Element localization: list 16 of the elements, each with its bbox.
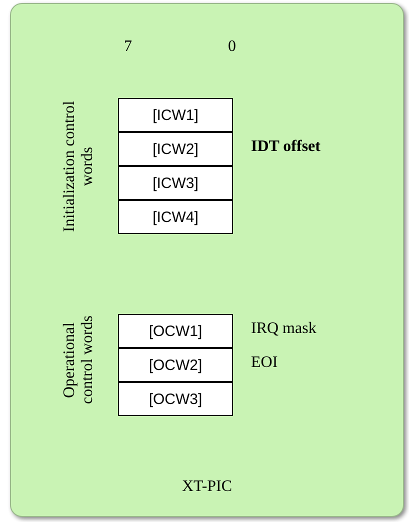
- register-box: [ICW2]: [118, 132, 233, 166]
- group-label: Initialization control words: [61, 99, 97, 234]
- register-box: [OCW2]: [118, 348, 233, 382]
- register-box: [OCW1]: [118, 314, 233, 348]
- group-label: Operational control words: [61, 314, 97, 406]
- register-box: [ICW1]: [118, 98, 233, 132]
- register-box: [OCW3]: [118, 382, 233, 416]
- bit-number: 0: [228, 38, 236, 56]
- field-annotation: EOI: [251, 354, 278, 372]
- field-annotation: IRQ mask: [251, 320, 316, 338]
- panel-title: XT-PIC: [182, 478, 232, 495]
- register-box: [ICW4]: [118, 200, 233, 234]
- register-box: [ICW3]: [118, 166, 233, 200]
- field-annotation: IDT offset: [251, 138, 320, 156]
- bit-number: 7: [124, 38, 132, 56]
- panel-background: [10, 3, 404, 517]
